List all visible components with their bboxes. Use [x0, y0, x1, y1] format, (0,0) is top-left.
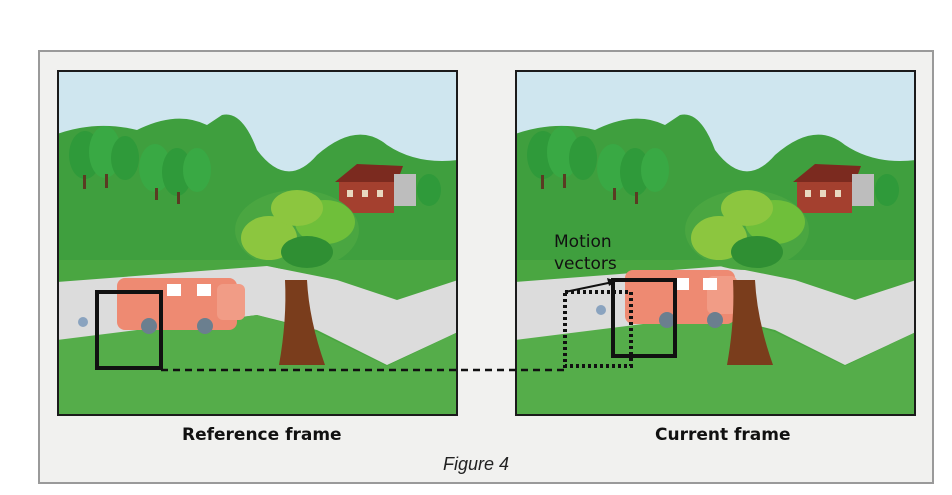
van-icon [596, 270, 737, 328]
annotation-line-1: Motion [554, 232, 612, 252]
tree-icon [69, 126, 211, 204]
tree-icon [235, 190, 359, 365]
tree-icon [527, 126, 669, 204]
house-icon [335, 164, 441, 213]
current-block-box [611, 278, 677, 358]
house-icon [793, 164, 899, 213]
reference-block-box [95, 290, 163, 370]
tree-icon [685, 190, 809, 365]
current-frame-image [515, 70, 916, 416]
current-frame-label: Current frame [655, 425, 791, 445]
previous-block-box [563, 290, 633, 368]
reference-frame-label: Reference frame [182, 425, 342, 445]
reference-frame-image [57, 70, 458, 416]
annotation-line-2: vectors [554, 254, 617, 274]
figure-caption: Figure 4 [443, 454, 510, 474]
motion-vectors-annotation: Motion vectors [554, 231, 617, 275]
